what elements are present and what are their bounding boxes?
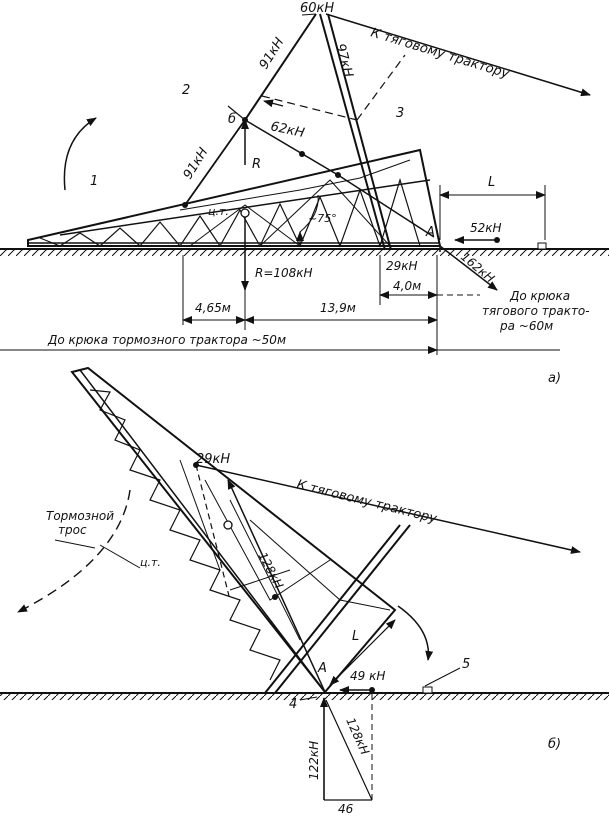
mark-4-label: 4 bbox=[289, 697, 297, 712]
ropes-a bbox=[184, 13, 591, 238]
ground-line-a bbox=[0, 248, 609, 256]
force-122-label: 122кН bbox=[307, 741, 321, 780]
ground-line-b bbox=[0, 692, 609, 700]
dimension-lines-a bbox=[0, 185, 560, 355]
mark-b-label: б bbox=[228, 112, 236, 127]
force-128-lower-label: 128кН bbox=[343, 716, 372, 757]
hook-traction-line2: тягового тракто- bbox=[482, 304, 590, 318]
cg-label-b: ц.т. bbox=[140, 556, 161, 569]
force-arrows-a bbox=[63, 99, 547, 291]
force-60-label: 60кН bbox=[300, 1, 334, 16]
force-29-label-a: 29кН bbox=[386, 259, 418, 273]
dim-13-9-label: 13,9м bbox=[320, 301, 356, 315]
dim-L-label-a: L bbox=[488, 175, 495, 190]
mark-5-label: 5 bbox=[462, 657, 470, 672]
force-52-label: 52кН bbox=[470, 221, 502, 235]
brake-rope-line2: трос bbox=[58, 523, 87, 537]
gin-pole-b bbox=[264, 524, 411, 694]
panel-b-label: б) bbox=[548, 737, 561, 752]
dim-4-65-label: 4,65м bbox=[195, 301, 231, 315]
brake-tractor-label: До крюка тормозного трактора ~50м bbox=[47, 333, 286, 347]
panel-a-label: а) bbox=[548, 371, 561, 386]
dim-4-0-label: 4,0м bbox=[393, 279, 421, 293]
force-62-label: 62кН bbox=[269, 119, 306, 141]
point-A-label-b: A bbox=[317, 661, 327, 676]
panel-b: 29кН К тяговому трактору Тормозной трос … bbox=[0, 366, 609, 816]
brake-rope-line1: Тормозной bbox=[46, 509, 114, 523]
reaction-R-label: R=108кН bbox=[255, 266, 313, 280]
traction-tractor-label-b: К тяговому трактору bbox=[295, 477, 439, 526]
force-29-label-b: 29кН bbox=[196, 452, 230, 467]
hook-traction-line1: До крюка bbox=[509, 289, 570, 303]
dim-L-label-b: L bbox=[352, 629, 359, 644]
traction-tractor-label-a: К тяговому трактору bbox=[369, 25, 511, 82]
label-R-upper: R bbox=[252, 157, 261, 172]
force-128-upper-label: 128кН bbox=[255, 550, 286, 591]
tower-lattice-b bbox=[70, 366, 397, 694]
point-A-label-a: A bbox=[425, 225, 435, 240]
tower-lattice-a bbox=[27, 148, 442, 248]
panel-a: 60кН К тяговому трактору 91кН 97кН 2 б 3… bbox=[0, 1, 609, 386]
ropes-b bbox=[17, 462, 581, 801]
mark-3-label: 3 bbox=[396, 106, 404, 121]
hook-traction-line3: ра ~60м bbox=[499, 319, 553, 333]
force-91-upper-label: 91кН bbox=[257, 35, 288, 72]
force-46-label: 46 bbox=[338, 802, 354, 816]
mark-2-a: 2 bbox=[182, 83, 190, 98]
mark-1-label: 1 bbox=[90, 174, 98, 189]
gin-pole-a bbox=[319, 13, 392, 251]
cg-label-a: ц.т. bbox=[208, 205, 229, 218]
force-49-label: 49 кН bbox=[350, 669, 385, 683]
force-91-lower-label: 91кН bbox=[181, 145, 212, 182]
angle-75-label: ~75° bbox=[308, 212, 337, 225]
